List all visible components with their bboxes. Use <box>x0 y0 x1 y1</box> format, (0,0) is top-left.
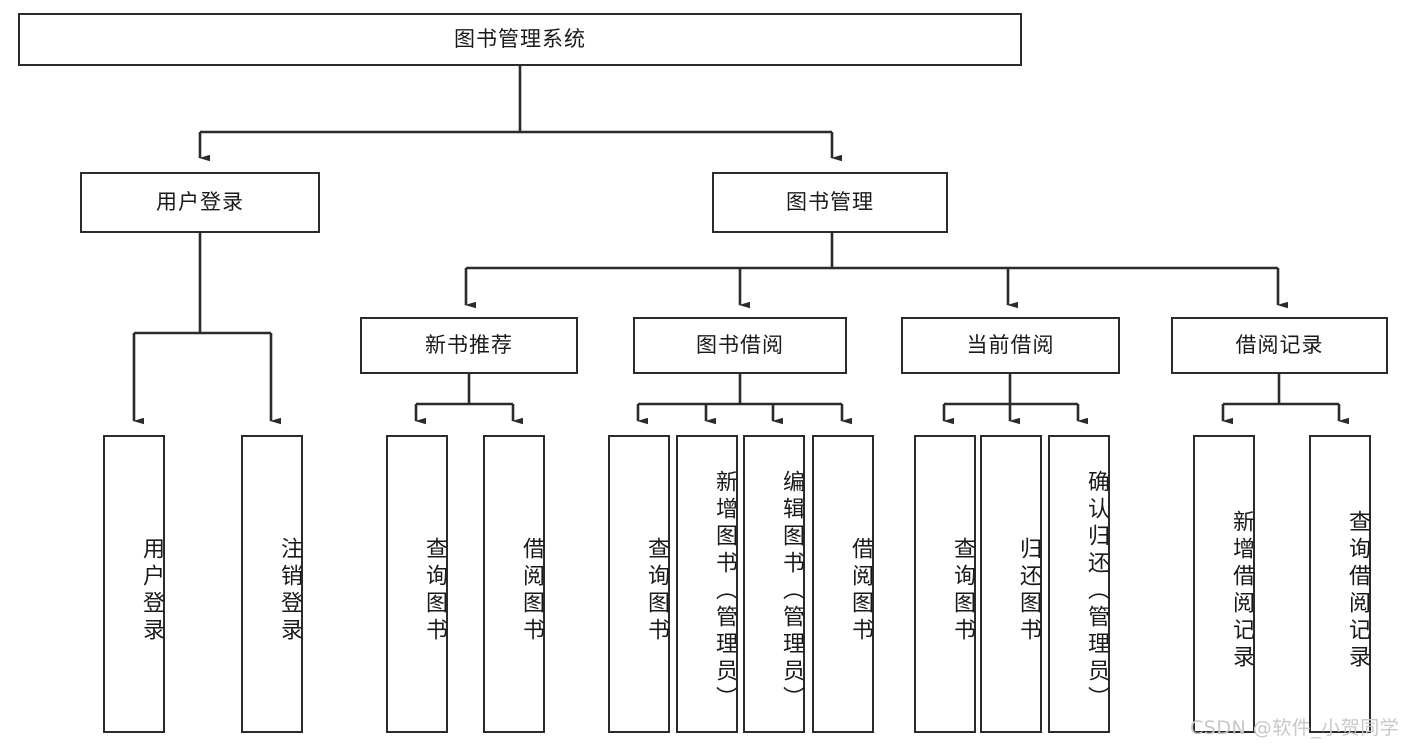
node-leaf-confirm-return[interactable]: 确认归还（管理员） <box>1048 435 1110 733</box>
node-label: 注销登录 <box>277 537 302 645</box>
node-label: 编辑图书（管理员） <box>779 469 804 713</box>
node-leaf-logout-login[interactable]: 注销登录 <box>241 435 303 733</box>
node-label: 图书管理系统 <box>454 26 586 51</box>
node-user-login[interactable]: 用户登录 <box>80 172 320 233</box>
node-book-management[interactable]: 图书管理 <box>712 172 948 233</box>
node-label: 查询图书 <box>422 537 447 645</box>
node-leaf-query-book-3[interactable]: 查询图书 <box>914 435 976 733</box>
node-leaf-return-book[interactable]: 归还图书 <box>980 435 1042 733</box>
node-leaf-add-record[interactable]: 新增借阅记录 <box>1193 435 1255 733</box>
node-leaf-add-book[interactable]: 新增图书（管理员） <box>676 435 738 733</box>
node-book-borrow[interactable]: 图书借阅 <box>633 317 847 374</box>
node-label: 新增图书（管理员） <box>712 469 737 713</box>
node-label: 归还图书 <box>1016 537 1041 645</box>
node-leaf-user-login[interactable]: 用户登录 <box>103 435 165 733</box>
node-new-book-recommend[interactable]: 新书推荐 <box>360 317 578 374</box>
node-label: 用户登录 <box>156 189 244 214</box>
csdn-watermark: CSDN @软件_小贺同学 <box>1190 717 1400 739</box>
node-leaf-query-record[interactable]: 查询借阅记录 <box>1309 435 1371 733</box>
node-label: 新书推荐 <box>425 332 513 357</box>
node-label: 图书管理 <box>786 189 874 214</box>
node-borrow-record[interactable]: 借阅记录 <box>1171 317 1388 374</box>
node-label: 借阅图书 <box>519 537 544 645</box>
node-root-system[interactable]: 图书管理系统 <box>18 13 1022 66</box>
node-leaf-borrow-book-2[interactable]: 借阅图书 <box>812 435 874 733</box>
node-label: 用户登录 <box>139 537 164 645</box>
node-leaf-borrow-book-1[interactable]: 借阅图书 <box>483 435 545 733</box>
node-label: 查询图书 <box>644 537 669 645</box>
node-label: 当前借阅 <box>966 332 1055 357</box>
node-label: 查询借阅记录 <box>1345 510 1370 672</box>
node-current-borrow[interactable]: 当前借阅 <box>901 317 1120 374</box>
node-leaf-edit-book[interactable]: 编辑图书（管理员） <box>743 435 805 733</box>
node-leaf-query-book-1[interactable]: 查询图书 <box>386 435 448 733</box>
node-label: 借阅图书 <box>848 537 873 645</box>
node-label: 确认归还（管理员） <box>1084 469 1109 713</box>
node-label: 图书借阅 <box>696 332 784 357</box>
node-label: 新增借阅记录 <box>1229 510 1254 672</box>
node-label: 查询图书 <box>950 537 975 645</box>
node-leaf-query-book-2[interactable]: 查询图书 <box>608 435 670 733</box>
node-label: 借阅记录 <box>1235 332 1324 357</box>
